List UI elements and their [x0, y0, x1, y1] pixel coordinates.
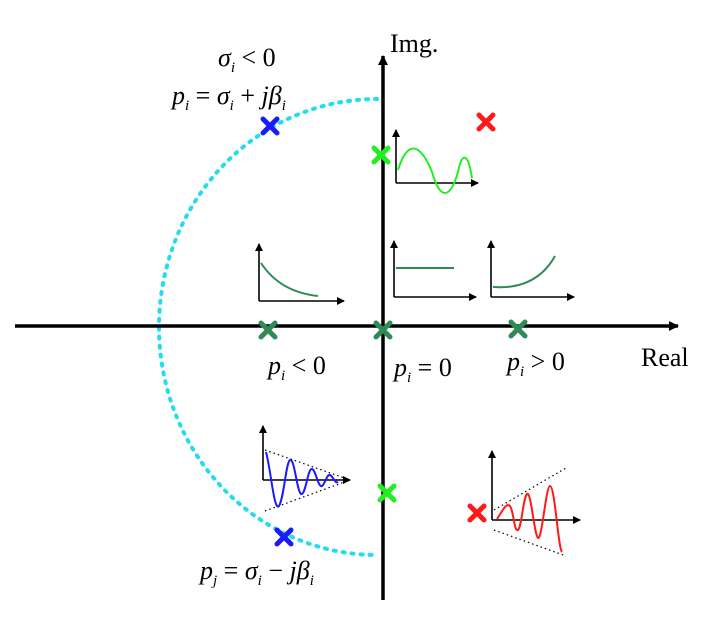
mini-plot-oscillation [392, 129, 479, 194]
mini-plot-growing-oscillation [488, 450, 581, 557]
negative-pole-label: pi < 0 [266, 351, 326, 384]
pole-marker-origin [373, 320, 393, 340]
mini-plot-decay [255, 243, 345, 305]
real-axis-label: Real [641, 343, 689, 372]
pole-marker-lower-left [274, 527, 294, 547]
pole-marker-imag-lower [377, 483, 397, 503]
growing-envelope-upper [493, 467, 567, 511]
mini-plot-damped-oscillation [259, 425, 351, 512]
pole-marker-upper-left [260, 116, 280, 136]
upper-pole-equation: pi = σi + jβi [170, 81, 286, 114]
pole-marker-real-positive [508, 319, 528, 339]
mini-plot-growth [487, 240, 575, 301]
oscillation-curve [397, 147, 473, 194]
growing-oscillation-curve [496, 484, 563, 553]
pole-marker-imag-upper [371, 145, 391, 165]
lower-pole-equation: pj = σi − jβi [198, 556, 314, 589]
damped-envelope-upper [264, 449, 351, 481]
decay-curve [260, 262, 319, 297]
pole-marker-lower-right [467, 503, 487, 523]
pole-marker-real-negative [258, 320, 278, 340]
growing-envelope-lower [493, 529, 567, 557]
damped-oscillation-curve [265, 451, 339, 508]
zero-pole-label: pi = 0 [392, 353, 452, 386]
mini-plot-constant [390, 240, 477, 301]
sigma-condition-label: σi < 0 [218, 43, 276, 76]
pole-markers [258, 112, 528, 547]
positive-pole-label: pi > 0 [505, 347, 565, 380]
imag-axis-label: Img. [390, 29, 438, 58]
growth-curve [492, 255, 556, 289]
pole-marker-upper-right [476, 112, 496, 132]
damped-envelope-lower [264, 479, 351, 512]
